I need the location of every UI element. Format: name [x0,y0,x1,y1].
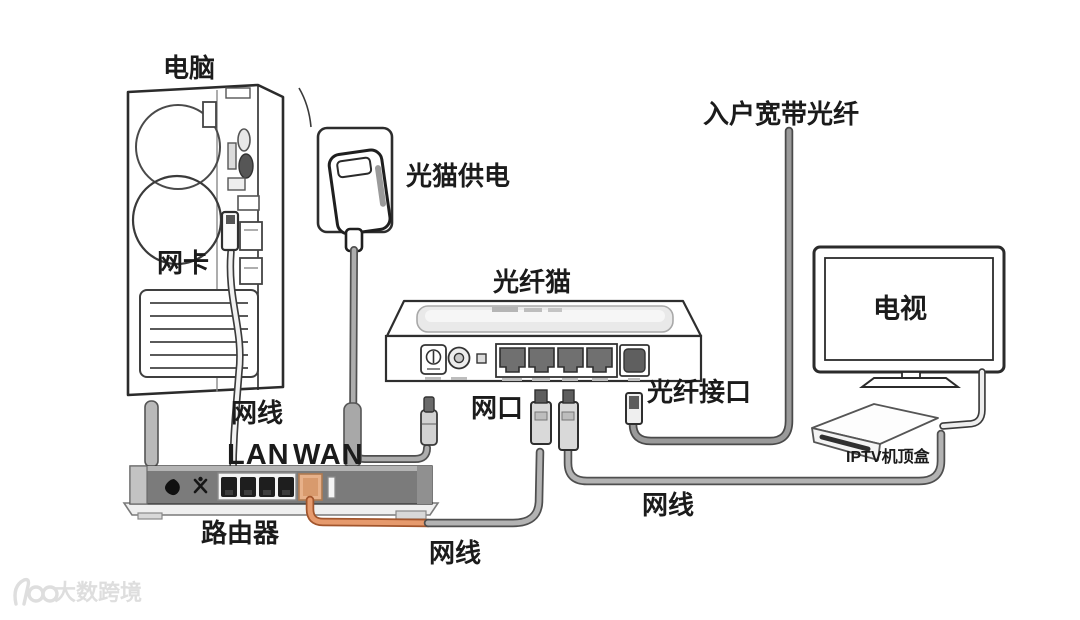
computer-tower [126,83,312,397]
label-modem-power: 光猫供电 [406,161,511,191]
brand-logo-icon [13,577,59,606]
wps-icon [193,476,208,494]
label-router: 路由器 [201,518,280,548]
power-adapter [316,126,394,253]
rj45-connector-wan [530,389,552,445]
label-wan: WAN [293,439,364,471]
incoming-fiber-cable [625,126,794,446]
router [122,400,440,520]
nic-plug-and-cable [220,210,244,478]
rj45-connector-iptv [558,389,579,451]
wan-cable [305,447,545,528]
label-computer: 电脑 [163,53,216,83]
tv [812,245,1006,388]
router-base [122,502,440,516]
rear-ports [227,128,263,285]
tv-screen [824,257,994,361]
label-network-card: 网卡 [157,248,210,278]
computer-label-pointer [298,87,312,128]
iptv-set-top-box [811,403,939,461]
iptv-ethernet-cable [563,429,946,486]
label-lan: LAN [227,439,290,471]
modem-reset-button [476,353,487,364]
watermark-text: 大数跨境 [54,580,143,605]
usb-slot [327,476,336,499]
label-optical-modem: 光纤猫 [493,267,572,297]
label-incoming-fiber: 入户宽带光纤 [703,99,860,129]
optical-modem [384,299,703,383]
label-cable-bottom: 网线 [429,538,482,568]
antenna-icon-left [144,400,159,468]
label-cable-right: 网线 [642,490,695,520]
label-iptv-box: IPTV机顶盒 [846,449,930,466]
power-icon [165,479,180,496]
tv-stand [859,377,961,388]
tv-cable [939,368,986,430]
label-cable-top: 网线 [231,398,284,428]
label-tv: 电视 [873,294,927,324]
label-fiber-port: 光纤接口 [647,377,752,407]
box-front-slot [819,434,871,452]
label-network-port: 网口 [471,393,524,423]
modem-lan-ports [499,347,613,373]
dc-barrel-plug [420,409,438,446]
